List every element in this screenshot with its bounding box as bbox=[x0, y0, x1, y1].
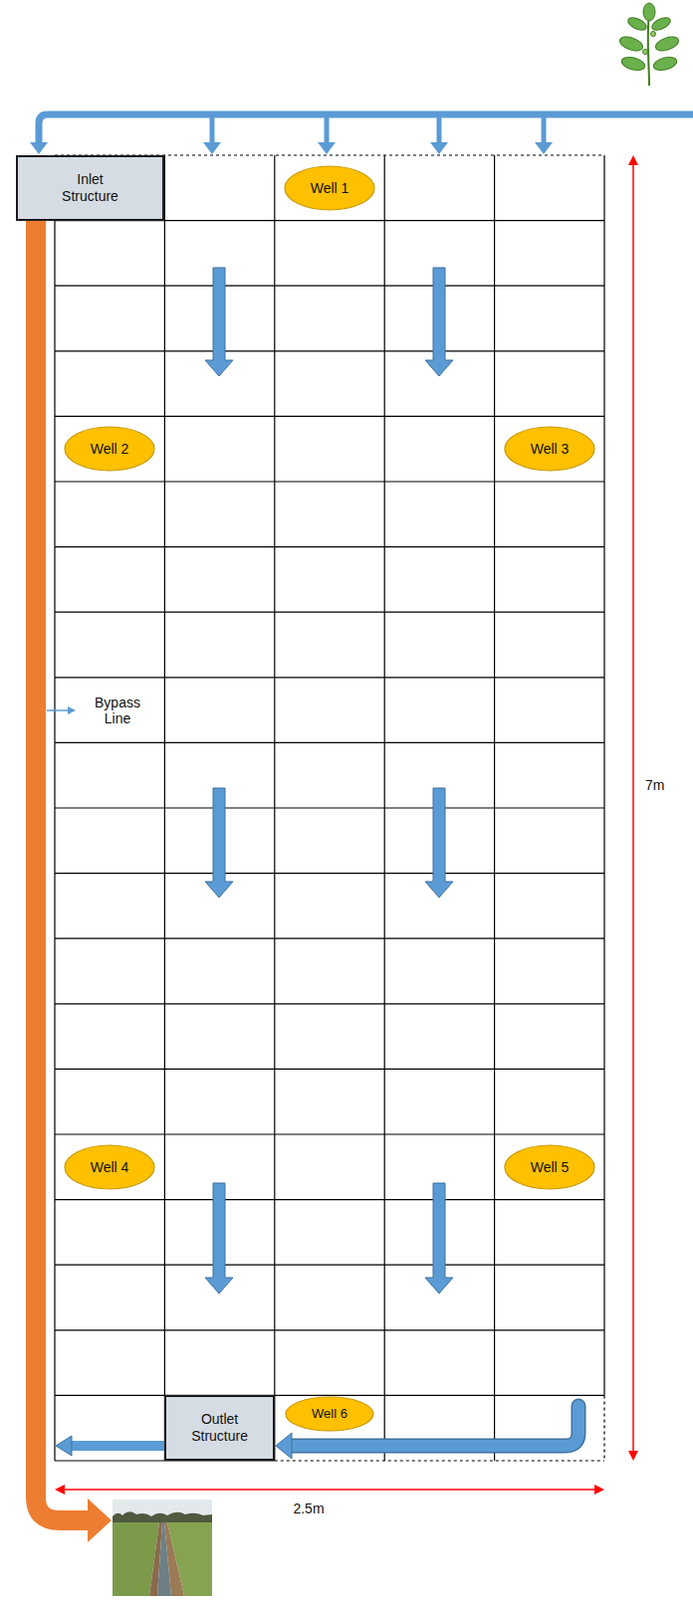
plant-leaf bbox=[626, 14, 649, 33]
node-text: Well 2 bbox=[90, 441, 130, 459]
supply-drop bbox=[212, 114, 544, 144]
well-ellipse bbox=[504, 1146, 595, 1190]
well-ellipse bbox=[504, 427, 595, 471]
plant-leaf bbox=[652, 54, 679, 73]
plant-leaf bbox=[654, 33, 682, 53]
plant-pod bbox=[643, 49, 649, 55]
bypass-pipe bbox=[35, 220, 90, 1522]
node-text: Well 3 bbox=[530, 441, 570, 459]
dimension-arrowhead bbox=[54, 1485, 65, 1496]
dimension-line bbox=[632, 163, 635, 1454]
plot-grid bbox=[54, 155, 605, 1462]
outlet-flow bbox=[71, 1441, 165, 1452]
flow-arrow bbox=[425, 267, 454, 377]
node-text: Well 4 bbox=[90, 1159, 130, 1177]
bypass-pointer-head bbox=[67, 706, 76, 715]
plant-stem bbox=[648, 11, 650, 86]
pipe-label: Bypass Line bbox=[82, 694, 153, 727]
node-text: Well 5 bbox=[530, 1159, 570, 1177]
dimension-label: 2.5m bbox=[292, 1501, 324, 1518]
flow-arrow bbox=[205, 267, 233, 377]
dimension-line bbox=[62, 1489, 597, 1492]
outlet-structure: Outlet Structure bbox=[164, 1395, 275, 1462]
outlet-arrowhead bbox=[55, 1436, 72, 1457]
well-ellipse bbox=[64, 1146, 155, 1190]
well-ellipse bbox=[285, 1397, 374, 1432]
supply-pipe bbox=[38, 114, 693, 144]
drain-arrowhead bbox=[275, 1433, 292, 1460]
well-ellipse bbox=[284, 166, 375, 211]
plant-leaf bbox=[618, 33, 646, 53]
supply-arrowhead bbox=[430, 142, 449, 155]
well-marker: Well 3 bbox=[503, 426, 596, 472]
well-marker: Well 5 bbox=[503, 1145, 596, 1191]
inlet-structure: Inlet Structure bbox=[15, 155, 165, 222]
dimension-arrowhead bbox=[594, 1485, 605, 1496]
plant-leaf bbox=[620, 54, 647, 73]
dimension-arrowhead bbox=[628, 155, 639, 166]
node-text: Well 6 bbox=[311, 1406, 348, 1423]
well-ellipse bbox=[64, 427, 155, 471]
photo-water bbox=[157, 1523, 172, 1598]
photo-trees bbox=[112, 1512, 213, 1524]
well-marker: Well 4 bbox=[63, 1145, 156, 1191]
plot-border-dotted bbox=[54, 155, 605, 1462]
plant-leaf bbox=[650, 14, 673, 33]
dimension-label: 7m bbox=[645, 777, 665, 794]
supply-arrowhead bbox=[534, 142, 553, 155]
bypass-arrowhead bbox=[87, 1499, 112, 1544]
supply-arrowhead bbox=[29, 142, 48, 155]
well-marker: Well 1 bbox=[283, 165, 376, 212]
node-text: Inlet Structure bbox=[50, 171, 131, 206]
flow-arrow bbox=[425, 788, 454, 899]
flow-arrow bbox=[425, 1183, 454, 1295]
flow-arrow bbox=[205, 788, 233, 899]
ditch-photo bbox=[112, 1500, 213, 1598]
well-marker: Well 2 bbox=[63, 426, 156, 472]
well-marker: Well 6 bbox=[284, 1396, 375, 1433]
flow-arrow bbox=[205, 1183, 233, 1295]
plant-pod bbox=[651, 31, 657, 37]
supply-arrowhead bbox=[317, 142, 336, 155]
bypass-pointer bbox=[46, 709, 70, 712]
node-text: Outlet Structure bbox=[180, 1411, 260, 1446]
supply-arrowhead bbox=[203, 142, 222, 155]
plant-leaf bbox=[643, 2, 656, 21]
node-text: Well 1 bbox=[310, 180, 350, 198]
dimension-arrowhead bbox=[628, 1451, 639, 1462]
plant-icon bbox=[618, 2, 682, 86]
